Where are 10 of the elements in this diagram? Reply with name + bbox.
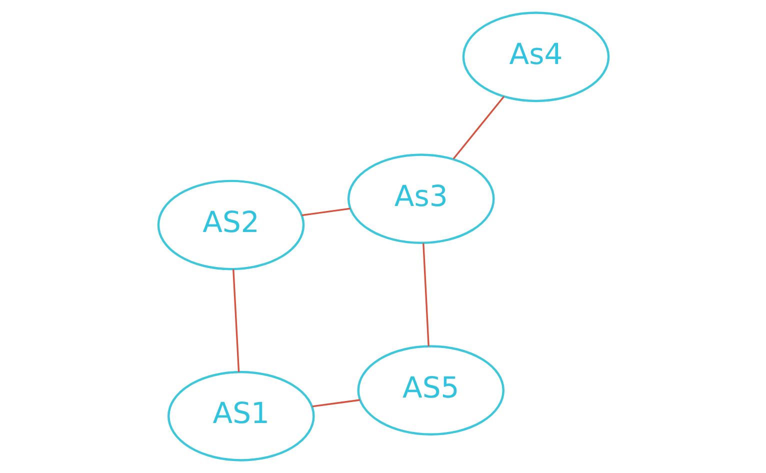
node-ellipse: AS5 xyxy=(356,345,504,436)
connector xyxy=(452,96,504,160)
connector xyxy=(232,269,240,372)
node-ellipse: As4 xyxy=(462,12,610,102)
node-ellipse: AS2 xyxy=(156,180,304,270)
connector xyxy=(312,399,360,408)
node-ellipse: As3 xyxy=(346,154,494,244)
connector xyxy=(301,208,350,216)
node-ellipse: AS1 xyxy=(167,370,314,462)
connector xyxy=(422,243,429,346)
